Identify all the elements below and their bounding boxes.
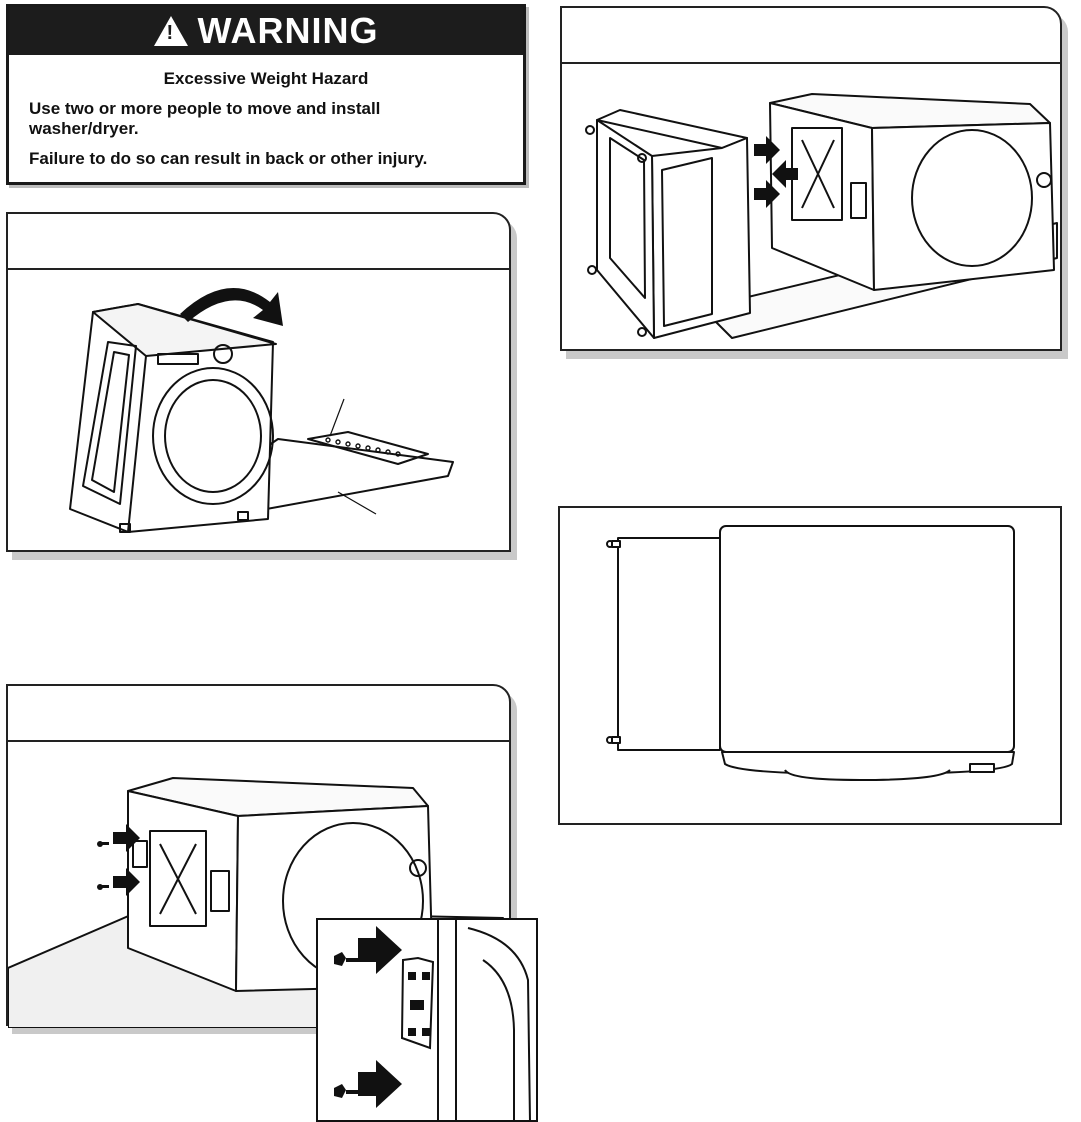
panel-header	[562, 8, 1060, 64]
step-tip-washer-panel	[6, 212, 511, 552]
foam-shipping-piece	[307, 431, 429, 465]
warning-instruction: Use two or more people to move and insta…	[29, 99, 381, 138]
hazard-title: Excessive Weight Hazard	[163, 69, 369, 88]
warning-box: ! WARNING Excessive Weight Hazard Use tw…	[6, 4, 526, 185]
warning-header: ! WARNING	[9, 7, 523, 55]
bracket-detail-inset	[316, 918, 538, 1122]
side-view-illustration	[606, 525, 1015, 781]
step-attach-pedestal-panel	[560, 6, 1062, 351]
warning-title: WARNING	[197, 10, 379, 51]
tip-washer-illustration	[69, 288, 454, 533]
pedestal-alignment-illustration	[585, 93, 1058, 339]
screw-icon	[97, 841, 109, 890]
warning-triangle-icon: !	[153, 16, 188, 46]
pedestal-side	[617, 537, 721, 751]
screw-icon	[334, 952, 360, 1098]
bracket-detail-illustration	[334, 920, 531, 1122]
step-side-view-panel	[558, 506, 1062, 825]
panel-header	[8, 214, 509, 270]
insert-arrow-icon	[754, 136, 798, 208]
washer-side	[719, 525, 1015, 753]
panel-header	[8, 686, 509, 742]
warning-consequence: Failure to do so can result in back or o…	[29, 149, 428, 168]
insert-arrow-icon	[113, 824, 140, 896]
rotation-arrow-icon	[180, 288, 283, 326]
